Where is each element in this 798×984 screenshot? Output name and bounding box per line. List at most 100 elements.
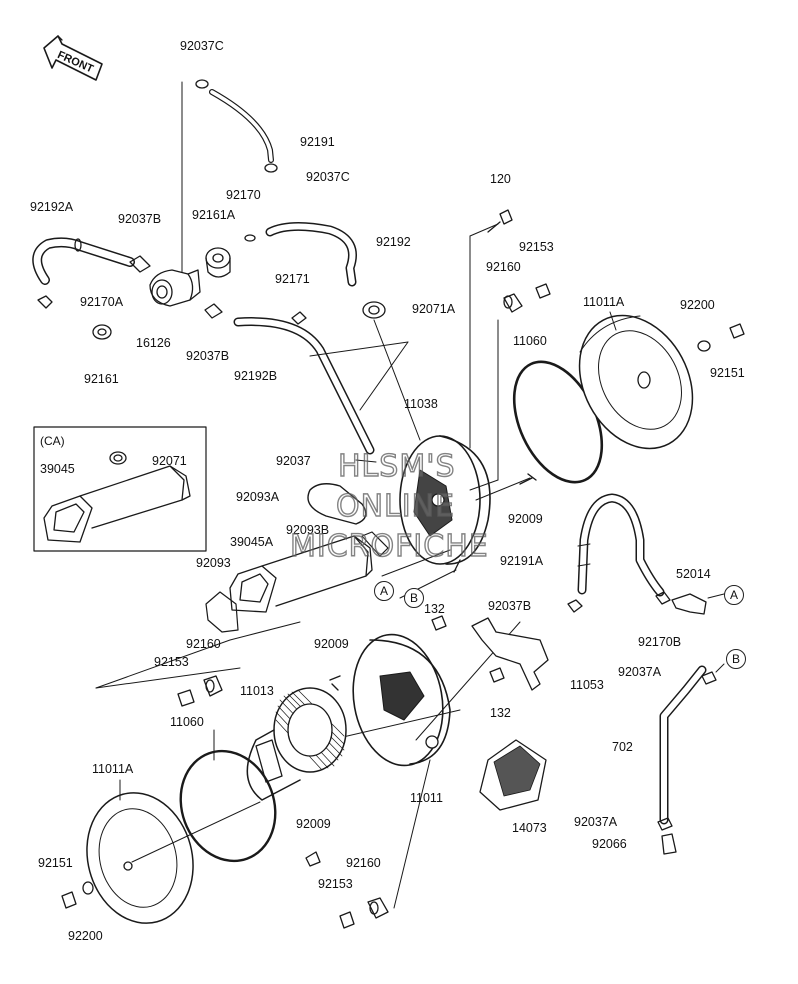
washer-92200-bot-icon (82, 881, 94, 895)
backplate-11038 (399, 435, 491, 573)
part-label: 92037C (306, 170, 350, 184)
part-label: 92170B (638, 635, 682, 649)
part-label: 92009 (314, 637, 349, 651)
cartridge-14073 (479, 739, 547, 811)
part-label: 92192 (376, 235, 411, 249)
valve-16126 (149, 269, 201, 307)
cap-92161a (205, 247, 231, 278)
fitting-52014 (671, 593, 707, 615)
hose-92191a (577, 493, 665, 597)
part-label: 14073 (512, 821, 547, 835)
part-label: 11011 (410, 791, 443, 805)
part-label: 92191A (500, 554, 544, 568)
part-label: 92160 (186, 637, 221, 651)
bolt-92151-top-icon (729, 323, 745, 339)
part-label: 92170A (80, 295, 124, 309)
breather-hose-top (181, 79, 278, 273)
cover-11011a-top (578, 314, 694, 450)
callout-a-right: A (724, 585, 744, 605)
part-label: 92191 (300, 135, 335, 149)
fitting-92066 (661, 833, 677, 855)
collar-92160-top (503, 293, 523, 313)
part-label: 11060 (170, 715, 204, 729)
part-label: 11038 (404, 397, 438, 411)
clamp-92170a-icon (37, 295, 53, 309)
gasket-92093a (307, 483, 367, 525)
gasket-92093 (205, 591, 239, 633)
part-label: 92037A (618, 665, 662, 679)
part-label: 92093A (236, 490, 280, 504)
inset-label: (CA) (40, 434, 65, 448)
part-label: 52014 (676, 567, 711, 581)
part-label: 39045 (40, 462, 75, 476)
part-label: 92009 (508, 512, 543, 526)
part-label: 92200 (68, 929, 103, 943)
part-label: 132 (490, 706, 511, 720)
part-label: 92037B (488, 599, 532, 613)
callout-b-lower: B (404, 588, 424, 608)
callout-a-lower: A (374, 581, 394, 601)
part-label: 92161A (192, 208, 236, 222)
part-label: 92161 (84, 372, 119, 386)
washer-92200-top-icon (697, 340, 711, 352)
part-label: 92153 (318, 877, 353, 891)
part-label: 92151 (710, 366, 745, 380)
part-label: 92192B (234, 369, 278, 383)
part-label: 92071A (412, 302, 456, 316)
bolt-92153-mid-icon (177, 689, 195, 707)
bolt-120 (487, 209, 513, 233)
part-label: 702 (612, 740, 633, 754)
part-label: 92066 (592, 837, 627, 851)
watermark-line-1: HLSM'S (337, 449, 456, 484)
part-label: 16126 (136, 336, 171, 350)
hose-92192b (233, 317, 375, 455)
grommet-92161 (92, 324, 112, 340)
front-arrow-icon (43, 35, 103, 81)
part-label: 92037B (186, 349, 230, 363)
bolt-92153-top-icon (535, 283, 551, 299)
part-label: 92093B (286, 523, 330, 537)
bracket-11053 (471, 617, 549, 691)
part-label: 92160 (486, 260, 521, 274)
collar-92160-bot (367, 897, 389, 919)
part-label: 92093 (196, 556, 231, 570)
part-label: 11060 (513, 334, 547, 348)
clip-92171-icon (291, 311, 307, 325)
part-label: 120 (490, 172, 511, 186)
part-39045-inset (43, 451, 191, 543)
part-label: 92192A (30, 200, 74, 214)
part-label: 92160 (346, 856, 381, 870)
part-label: 92037C (180, 39, 224, 53)
grommet-92071a (362, 301, 386, 319)
part-label: 11053 (570, 678, 604, 692)
housing-11011 (352, 633, 451, 767)
part-label: 92170 (226, 188, 261, 202)
part-label: 92151 (38, 856, 73, 870)
filter-11013 (246, 687, 347, 801)
watermark-line-2: ONLINE (335, 489, 456, 524)
bolt-92151-bot-icon (61, 891, 77, 909)
hose-702 (659, 665, 707, 825)
oring-11060-bottom (179, 749, 277, 863)
part-label: 92037A (574, 815, 618, 829)
bolt-92153-bot-icon (339, 911, 355, 929)
part-label: 92153 (154, 655, 189, 669)
part-label: 92171 (275, 272, 310, 286)
bolt-132-top-icon (431, 615, 447, 631)
bolt-92009-bot-icon (305, 851, 321, 867)
hose-92192 (244, 222, 357, 287)
collar-92160-mid (203, 675, 223, 697)
part-label: 11013 (240, 684, 274, 698)
part-label: 92037B (118, 212, 162, 226)
part-label: 132 (424, 602, 445, 616)
part-label: 92200 (680, 298, 715, 312)
part-label: 39045A (230, 535, 274, 549)
part-label: 11011A (92, 762, 134, 776)
part-label: 92153 (519, 240, 554, 254)
bolt-132-bottom-icon (489, 667, 505, 683)
part-label: 92071 (152, 454, 187, 468)
cover-11011a-bottom (86, 792, 261, 924)
part-label: 92037 (276, 454, 311, 468)
